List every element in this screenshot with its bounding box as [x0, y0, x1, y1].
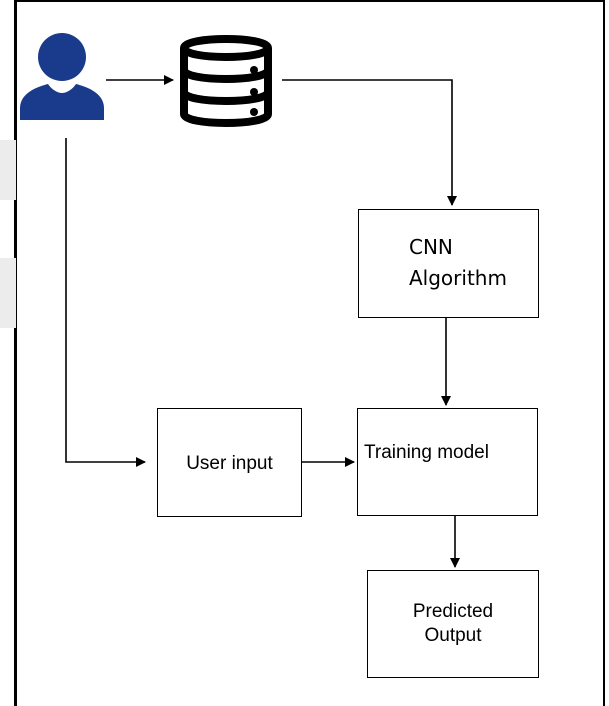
frame-left-border	[14, 0, 17, 706]
training-model-box: Training model	[357, 408, 538, 516]
frame-top-border	[14, 0, 605, 2]
watermark-shape	[0, 140, 16, 200]
edge-database-to-cnn	[282, 79, 457, 206]
training-model-label: Training model	[364, 442, 489, 463]
predicted-output-box: Predicted Output	[367, 570, 539, 678]
user-input-box: User input	[157, 408, 302, 517]
edge-user-to-userinput	[65, 138, 146, 467]
cnn-algorithm-label: CNN Algorithm	[409, 235, 507, 290]
database-icon	[180, 35, 272, 127]
user-icon	[20, 33, 104, 120]
user-input-label: User input	[186, 453, 273, 474]
cnn-algorithm-box: CNN Algorithm	[358, 209, 539, 318]
watermark-shape	[0, 258, 16, 328]
predicted-output-label: Predicted Output	[412, 601, 494, 646]
frame-right-border	[603, 0, 605, 706]
